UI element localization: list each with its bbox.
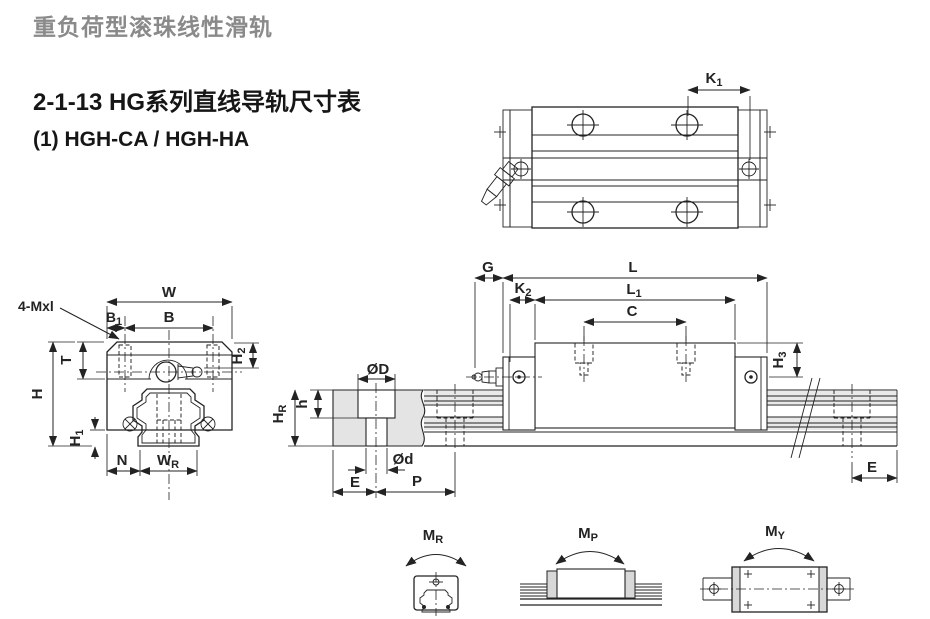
- dim-label-p: P: [412, 473, 422, 490]
- seal-screw-icon: [122, 416, 216, 432]
- mounting-hole: [671, 110, 703, 140]
- dim-label-n: N: [117, 452, 128, 469]
- side-view-drawing: G L K2 L1 C H3 E: [424, 259, 898, 483]
- moment-my-diagram: MY: [700, 523, 856, 613]
- dim-label-e-side: E: [867, 459, 877, 476]
- dim-label-od-small: Ød: [393, 451, 414, 468]
- page-title: 重负荷型滚珠线性滑轨: [33, 14, 273, 40]
- dim-label-mp: MP: [578, 525, 598, 544]
- section-heading: 2-1-13 HG系列直线导轨尺寸表: [33, 89, 362, 116]
- dim-label-h2: H2: [229, 348, 248, 365]
- dim-label-w: W: [162, 284, 177, 301]
- dim-label-k2: K2: [515, 280, 532, 299]
- dim-label-b: B: [164, 309, 175, 326]
- mounting-hole: [567, 110, 599, 140]
- dim-label-h3: H3: [770, 352, 789, 369]
- dim-label-hr: HR: [270, 405, 289, 424]
- rail-section-view: ØD h HR Ød E P: [270, 361, 456, 498]
- dim-label-wr: WR: [157, 452, 179, 471]
- dim-label-l1: L1: [626, 281, 641, 300]
- mounting-hole: [671, 197, 703, 227]
- dim-label-c: C: [627, 303, 638, 320]
- dim-label-g: G: [482, 259, 494, 276]
- moment-mp-diagram: MP: [520, 525, 662, 606]
- dim-label-my: MY: [765, 523, 786, 542]
- moment-mr-diagram: MR: [405, 527, 467, 616]
- side-mark: [494, 126, 776, 211]
- dim-label-4mxl: 4-Mxl: [18, 298, 54, 314]
- dim-label-h1: H1: [67, 430, 86, 447]
- front-section-view: W B1 B 4-Mxl T H H1: [18, 284, 259, 500]
- top-view-drawing: K1: [480, 70, 776, 229]
- dim-label-od: ØD: [367, 361, 390, 378]
- dim-label-b1: B1: [106, 309, 122, 328]
- grease-nipple-icon: [480, 160, 519, 206]
- dim-label-e-rail: E: [350, 474, 360, 491]
- mounting-hole: [567, 197, 599, 227]
- dim-label-l: L: [628, 259, 637, 276]
- dim-label-t: T: [58, 355, 75, 364]
- model-subheading: (1) HGH-CA / HGH-HA: [33, 128, 250, 151]
- dim-label-h-depth: h: [294, 399, 311, 408]
- dim-label-h: H: [29, 389, 46, 400]
- dim-label-k1: K1: [706, 70, 723, 89]
- block-corner-marks: [744, 570, 815, 609]
- endcap-hole: [739, 159, 759, 179]
- endcap-hole: [511, 159, 531, 179]
- dim-label-mr: MR: [423, 527, 444, 546]
